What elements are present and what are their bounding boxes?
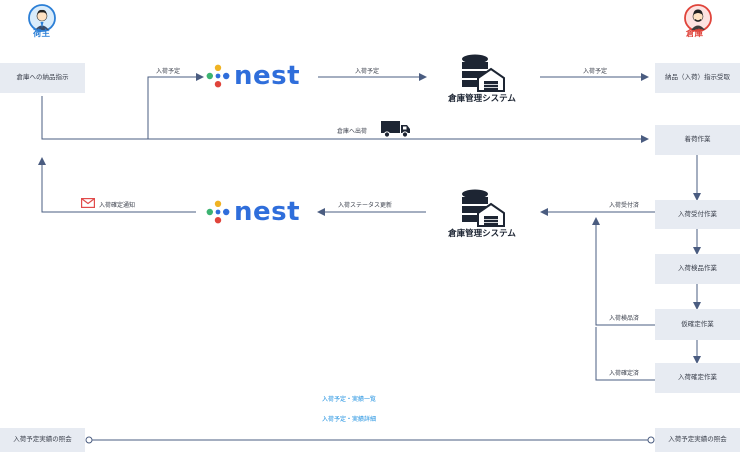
- arrow-ship: [41, 96, 649, 143]
- box-shipper-instruction: 倉庫への納品指示: [0, 63, 85, 93]
- label-received: 入荷受付済: [609, 202, 640, 209]
- box-inspection: 入荷検品作業: [655, 254, 740, 284]
- shipper-avatar-icon: [28, 4, 56, 32]
- arrow-plan-to-nest: [147, 73, 204, 139]
- nest-logo-top: nest: [206, 63, 300, 89]
- label-confirmed: 入荷確定済: [609, 370, 640, 377]
- label-status-update: 入荷ステータス更新: [338, 202, 393, 209]
- nest-mark-icon: [206, 64, 230, 88]
- wms-label: 倉庫管理システム: [448, 94, 516, 104]
- nest-mark-icon: [206, 200, 230, 224]
- link-plan-list[interactable]: 入荷予定・実績一覧: [322, 396, 377, 403]
- box-inquiry-left: 入荷予定実績の照会: [0, 428, 85, 452]
- database-icon: [462, 54, 505, 92]
- inquiry-endpoint-right: [647, 436, 655, 444]
- wms-label: 倉庫管理システム: [448, 229, 516, 239]
- box-inquiry-right: 入荷予定実績の照会: [655, 428, 740, 452]
- box-receive-instruction: 納品（入荷）指示受取: [655, 63, 740, 93]
- box-receipt: 入荷受付作業: [655, 200, 740, 229]
- mail-icon: [81, 198, 95, 208]
- box-confirm: 入荷確定作業: [655, 363, 740, 393]
- nest-wordmark: nest: [234, 197, 301, 227]
- label-plan-1: 入荷予定: [156, 68, 181, 75]
- nest-logo-bottom: nest: [206, 199, 300, 225]
- inquiry-endpoint-left: [85, 436, 93, 444]
- warehouse-avatar-icon: [684, 4, 712, 32]
- link-plan-detail[interactable]: 入荷予定・実績詳細: [322, 416, 377, 423]
- label-confirm-notice: 入荷確定通知: [99, 202, 136, 209]
- label-plan-3: 入荷予定: [583, 68, 608, 75]
- label-plan-2: 入荷予定: [355, 68, 380, 75]
- role-shipper-label: 荷主: [33, 29, 51, 39]
- box-provisional: 仮確定作業: [655, 309, 740, 340]
- nest-wordmark: nest: [234, 61, 301, 91]
- database-icon: [462, 189, 505, 227]
- label-inspected: 入荷検品済: [609, 315, 640, 322]
- arrow-nest-to-shipper: [38, 157, 196, 213]
- arrow-confirmed: [595, 327, 656, 381]
- label-ship: 倉庫へ出荷: [337, 128, 368, 135]
- wms-logo-bottom: 倉庫管理システム: [434, 189, 530, 239]
- truck-icon: [381, 121, 410, 138]
- box-unloading: 着荷作業: [655, 125, 740, 155]
- wms-logo-top: 倉庫管理システム: [434, 54, 530, 104]
- arrow-inspected: [592, 217, 656, 326]
- role-warehouse-label: 倉庫: [686, 29, 704, 39]
